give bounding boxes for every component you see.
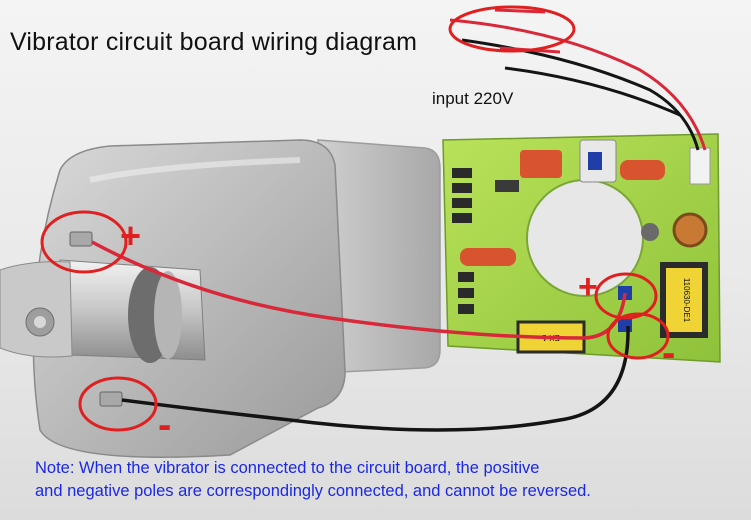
mains-red-wire — [449, 18, 707, 151]
polarity-signs: + - + - — [120, 215, 675, 447]
transducer-positive-circle — [40, 210, 128, 274]
page-title: Vibrator circuit board wiring diagram — [10, 28, 418, 56]
note-line-2: and negative poles are correspondingly c… — [35, 482, 591, 500]
note-line-1: Note: When the vibrator is connected to … — [35, 459, 540, 477]
input-voltage-label: input 220V — [432, 89, 514, 108]
transducer-negative-circle — [78, 376, 158, 432]
plus-sign-board: + — [578, 268, 598, 306]
black-wire — [121, 325, 630, 432]
plus-sign-transducer: + — [120, 215, 141, 256]
red-wire — [91, 240, 627, 340]
input-wire-circle — [448, 5, 576, 53]
board-components: 110630-DE1 EX-1 — [460, 139, 711, 354]
heatsink-transistors — [452, 168, 474, 314]
annotation-circles — [40, 5, 670, 432]
circuit-board: 110630-DE1 EX-1 — [442, 133, 721, 363]
board-positive-circle — [594, 272, 658, 320]
inductor-label: 110630-DE1 — [682, 278, 691, 323]
minus-sign-board: - — [662, 331, 675, 375]
warning-note: Note: When the vibrator is connected to … — [35, 457, 747, 503]
minus-sign-transducer: - — [158, 403, 171, 447]
wires — [91, 8, 707, 432]
transducer — [0, 231, 206, 407]
board-negative-circle — [606, 312, 670, 360]
